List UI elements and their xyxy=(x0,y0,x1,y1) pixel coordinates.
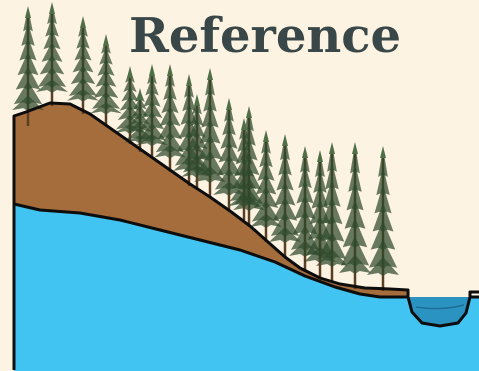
conifer-tree xyxy=(124,88,156,152)
soil-layer xyxy=(14,103,408,297)
conifer-tree xyxy=(90,34,122,126)
conifer-tree xyxy=(250,130,282,242)
conifer-tree xyxy=(339,142,371,289)
conifer-tree xyxy=(67,16,99,114)
conifer-tree xyxy=(228,118,260,220)
conifer-tree xyxy=(154,64,186,172)
ground-surface-outline xyxy=(12,101,479,370)
conifer-tree xyxy=(181,94,213,190)
stream-channel xyxy=(408,297,470,326)
water-table-outline xyxy=(13,202,408,299)
diagram-title: Reference xyxy=(128,8,402,64)
groundwater-zone xyxy=(14,204,479,371)
conifer-tree xyxy=(36,2,68,106)
stream-surface-line xyxy=(415,304,465,310)
conifer-tree xyxy=(269,134,301,258)
conifer-tree xyxy=(304,150,336,278)
conifer-tree xyxy=(367,146,399,291)
